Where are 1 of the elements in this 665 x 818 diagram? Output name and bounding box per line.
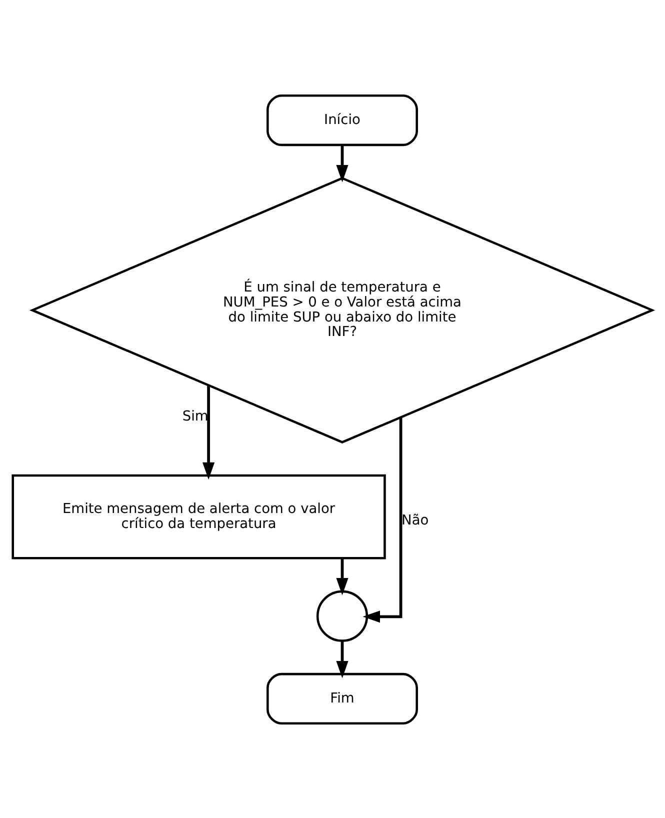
edge-label: Não: [402, 512, 429, 528]
